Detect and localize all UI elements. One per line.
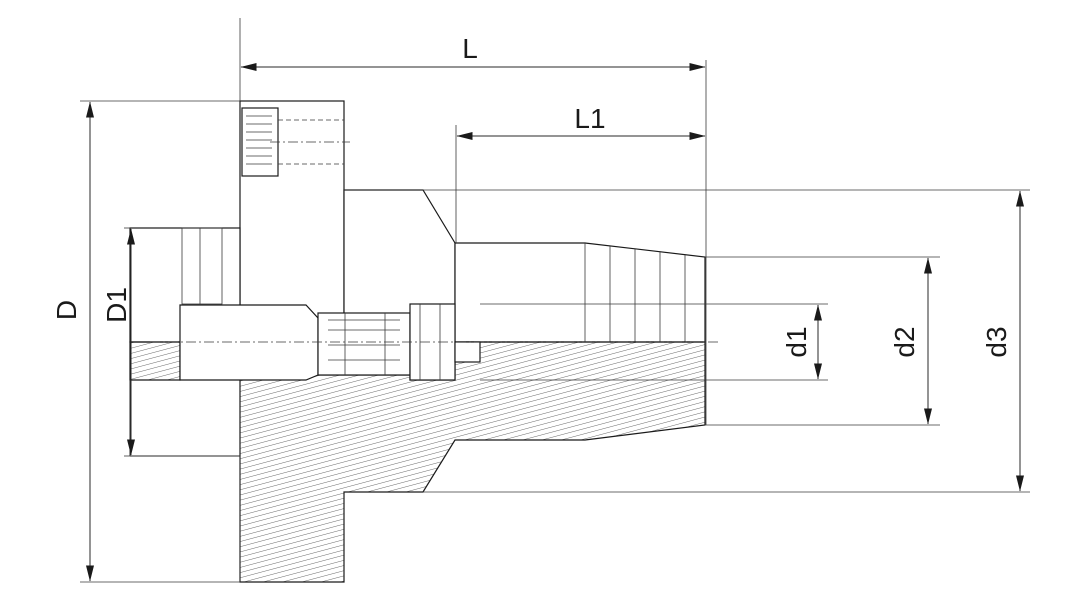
label-D: D [51, 300, 82, 320]
extension-lines [80, 18, 1030, 583]
label-L: L [462, 33, 478, 64]
label-d1: d1 [781, 326, 812, 357]
label-L1: L1 [574, 103, 605, 134]
part-body-upper [129, 100, 706, 343]
label-D1: D1 [101, 287, 132, 323]
label-d2: d2 [889, 326, 920, 357]
dimension-lines [86, 63, 1024, 582]
dimension-labels: L L1 D D1 d1 d2 d3 [51, 33, 1012, 358]
label-d3: d3 [981, 326, 1012, 357]
